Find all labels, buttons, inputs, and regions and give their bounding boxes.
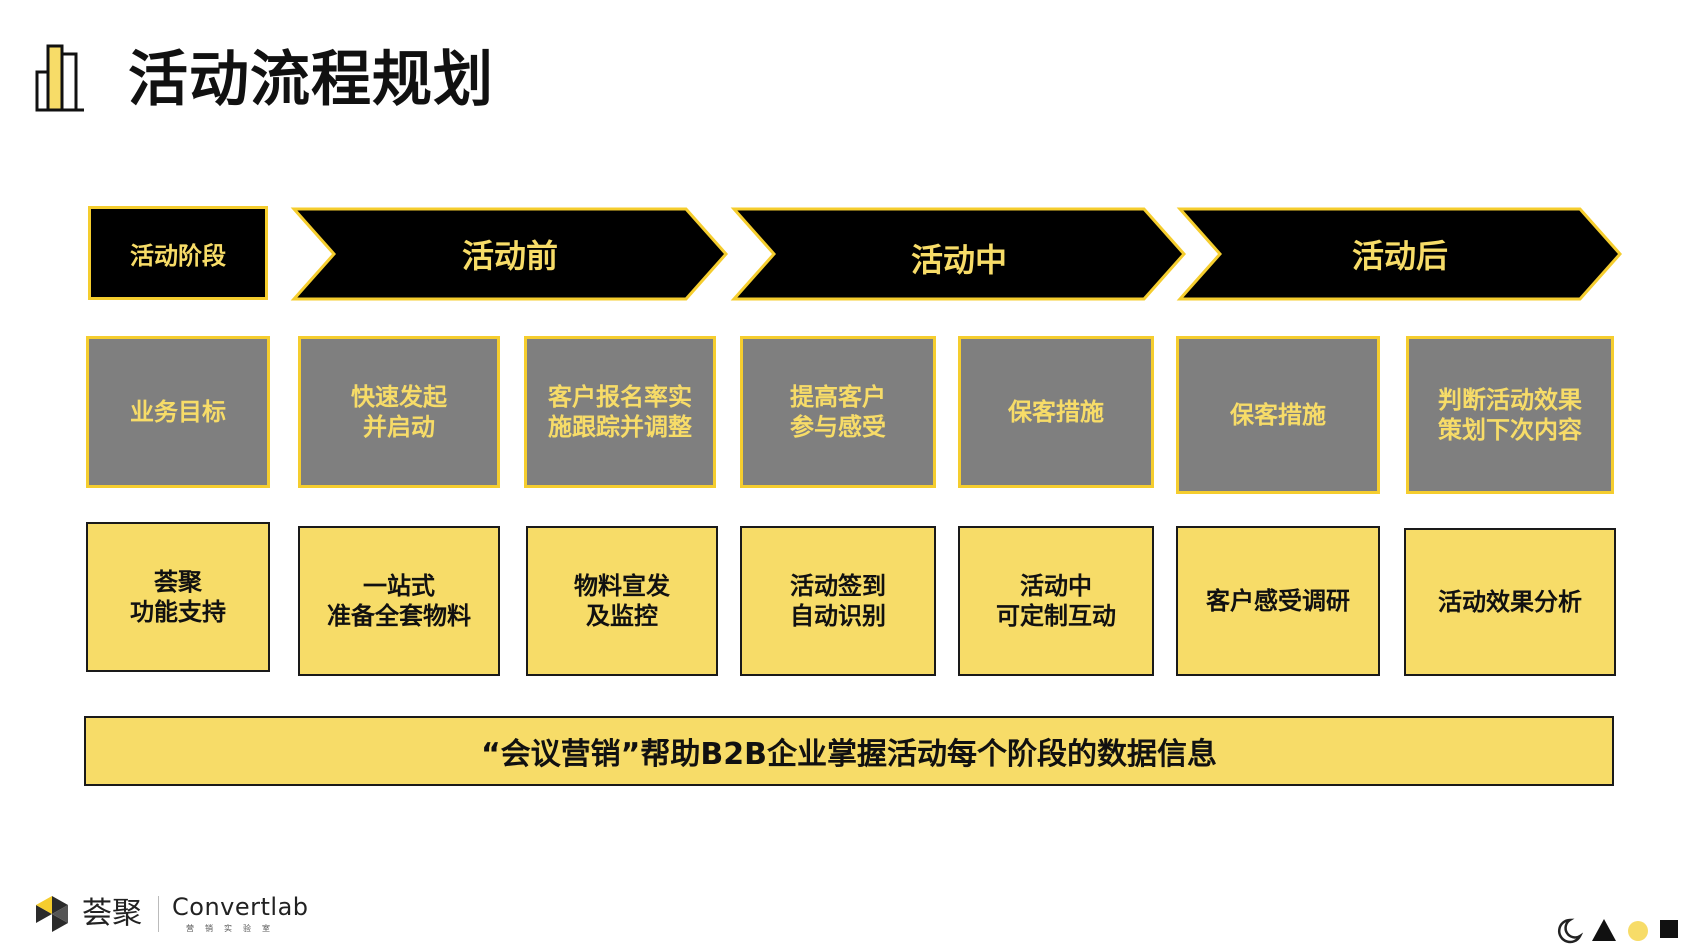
footer-divider [158, 896, 159, 932]
support-box: 客户感受调研 [1176, 526, 1380, 676]
decorative-shapes [1557, 918, 1678, 944]
support-box: 活动中 可定制互动 [958, 526, 1154, 676]
goal-box: 快速发起 并启动 [298, 336, 500, 488]
stage-during-label: 活动中 [910, 241, 1007, 279]
support-box: 一站式 准备全套物料 [298, 526, 500, 676]
stage-chevron-during [730, 207, 1187, 301]
huiju-logo-icon [36, 896, 68, 932]
goal-box: 提高客户 参与感受 [740, 336, 936, 488]
page-title: 活动流程规划 [128, 45, 494, 115]
convertlab-tagline: 营销实验室 [186, 924, 281, 933]
circle-icon [1628, 921, 1648, 941]
triangle-icon [1592, 919, 1616, 941]
goal-box: 客户报名率实 施跟踪并调整 [524, 336, 716, 488]
stage-chevron-before [290, 207, 729, 301]
square-icon [1660, 920, 1678, 938]
summary-bar: “会议营销”帮助B2B企业掌握活动每个阶段的数据信息 [84, 716, 1614, 786]
stage-label: 活动阶段 [88, 206, 268, 300]
support-box: 物料宣发 及监控 [526, 526, 718, 676]
stage-chevron-after [1176, 207, 1623, 301]
stage-before-label: 活动前 [461, 237, 558, 275]
brand-name: 荟聚 [82, 896, 142, 931]
bar-chart-icon [35, 44, 84, 112]
support-box: 活动签到 自动识别 [740, 526, 936, 676]
support-box: 荟聚 功能支持 [86, 522, 270, 672]
support-box: 活动效果分析 [1404, 528, 1616, 676]
convertlab-logo: Convertlab [172, 893, 309, 921]
goal-box: 判断活动效果 策划下次内容 [1406, 336, 1614, 494]
goal-box: 业务目标 [86, 336, 270, 488]
stage-after-label: 活动后 [1351, 237, 1448, 275]
goal-box: 保客措施 [1176, 336, 1380, 494]
moon-icon [1557, 918, 1584, 944]
goal-box: 保客措施 [958, 336, 1154, 488]
